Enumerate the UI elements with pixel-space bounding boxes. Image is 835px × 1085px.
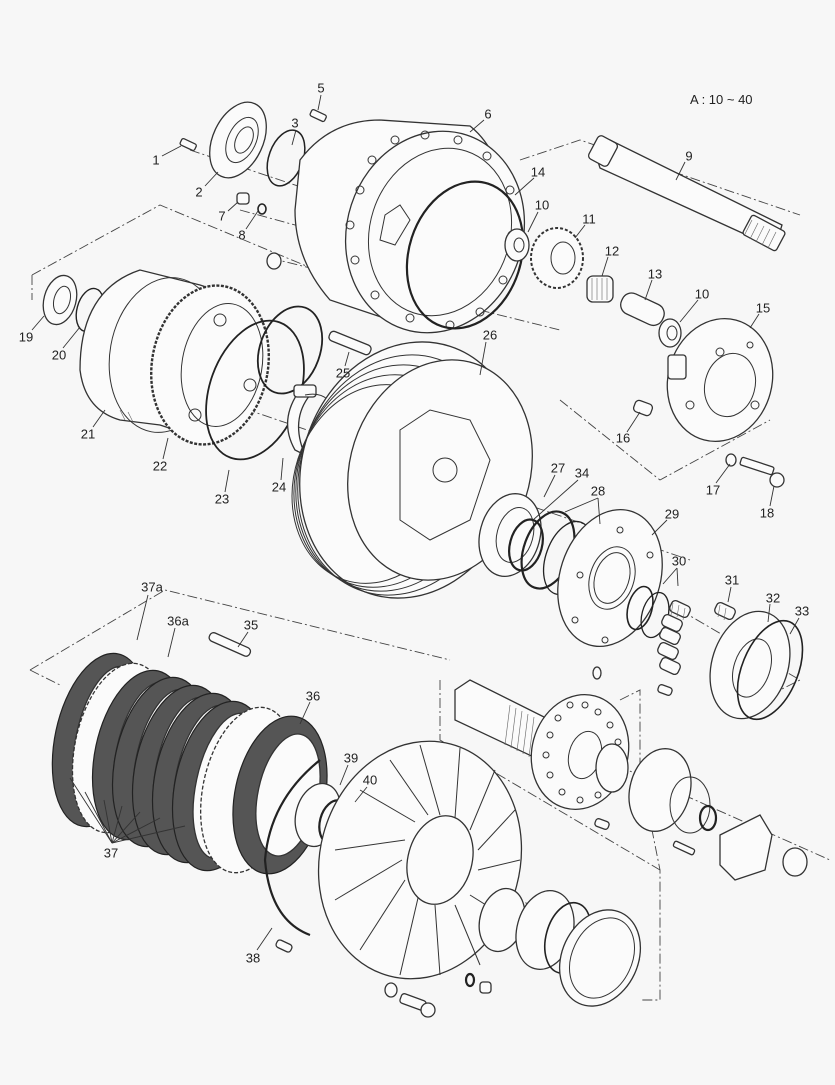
callout-38: 38: [245, 950, 261, 966]
part-32-retainer-plate: [709, 610, 791, 720]
callout-29: 29: [664, 506, 680, 522]
callout-1: 1: [152, 152, 160, 168]
part-16-dowel-pin: [632, 399, 654, 417]
callout-37a: 37a: [141, 579, 163, 595]
callout-14: 14: [530, 164, 546, 180]
part-15-planet-carrier: [666, 317, 774, 443]
part-25-stud: [328, 330, 372, 356]
part-nut: [266, 252, 282, 270]
brake-cover-finned: [317, 740, 523, 980]
callout-37: 37: [103, 845, 119, 861]
part-22-ring-gear-hub: [150, 284, 270, 446]
callout-27: 27: [550, 460, 566, 476]
callout-8: 8: [238, 227, 246, 243]
part-10-thrust-washer: [504, 228, 530, 262]
callout-16: 16: [615, 430, 631, 446]
part-30-seal-ring-a: [626, 585, 654, 631]
callout-32: 32: [765, 590, 781, 606]
callout-34: 34: [574, 465, 590, 481]
callout-28: 28: [590, 483, 606, 499]
callout-9: 9: [685, 148, 693, 164]
part-31-springs: [657, 600, 736, 675]
callout-10a: 10: [534, 197, 550, 213]
part-14-large-o-ring: [405, 180, 525, 330]
part-11-planet-gear: [530, 227, 584, 289]
washer-bottom: [384, 982, 398, 998]
part-2-cover-plate: [209, 101, 267, 179]
callout-19: 19: [18, 329, 34, 345]
leader-lines: [31, 94, 800, 951]
o-ring-small-bottom: [464, 972, 476, 988]
part-9-shaft: [587, 135, 786, 252]
callout-31: 31: [724, 572, 740, 588]
part-33-snap-ring: [736, 619, 804, 721]
part-38-o-ring: [263, 759, 321, 937]
callout-24: 24: [271, 479, 287, 495]
plug-bottom: [479, 981, 492, 994]
callout-21: 21: [80, 426, 96, 442]
callout-13: 13: [647, 266, 663, 282]
callout-36a: 36a: [167, 613, 189, 629]
callout-2: 2: [195, 184, 203, 200]
oil-seal-bottom-inner: [569, 917, 635, 999]
output-shaft-assembly: [454, 666, 808, 881]
callout-35: 35: [243, 617, 259, 633]
callout-40: 40: [362, 772, 378, 788]
callout-12: 12: [604, 243, 620, 259]
callout-20: 20: [51, 347, 67, 363]
callout-17: 17: [705, 482, 721, 498]
part-26-brake-housing: [291, 341, 533, 599]
part-5-bolt: [309, 109, 327, 123]
callout-25: 25: [335, 365, 351, 381]
part-1-bolt: [179, 138, 197, 152]
callout-23: 23: [214, 491, 230, 507]
part-8-seal-ring: [257, 203, 267, 215]
part-19-lock-nut: [42, 274, 78, 326]
callout-18: 18: [759, 505, 775, 521]
part-12-needle-bearing: [586, 275, 614, 303]
callout-15: 15: [755, 300, 771, 316]
callout-11: 11: [582, 211, 596, 227]
bolt-bottom: [399, 993, 436, 1018]
callout-26: 26: [482, 327, 498, 343]
part-7-plug: [236, 192, 250, 205]
callout-5: 5: [317, 80, 325, 96]
part-35-pin: [208, 632, 252, 657]
callout-3: 3: [291, 115, 299, 131]
dowel-bottom: [275, 939, 293, 953]
part-34-snap-ring: [508, 518, 544, 572]
callout-range-note: A : 10 ~ 40: [690, 92, 753, 107]
part-13-planet-pin: [620, 292, 665, 327]
part-18-bolt: [739, 456, 785, 488]
callout-36: 36: [305, 688, 321, 704]
callout-33: 33: [794, 603, 810, 619]
part-10-thrust-washer-2: [658, 318, 682, 348]
brake-disc-stack: [51, 652, 328, 875]
part-27-bearing: [478, 493, 542, 577]
oil-seal-bottom: [558, 909, 642, 1007]
callout-22: 22: [152, 458, 168, 474]
part-17-washer: [725, 453, 737, 467]
callout-39: 39: [343, 750, 359, 766]
callout-6: 6: [484, 106, 492, 122]
callout-7: 7: [218, 208, 226, 224]
part-29-brake-piston: [557, 509, 663, 647]
callout-10b: 10: [694, 286, 710, 302]
callout-30: 30: [671, 553, 687, 569]
part-23-snap-ring-b: [256, 305, 324, 395]
